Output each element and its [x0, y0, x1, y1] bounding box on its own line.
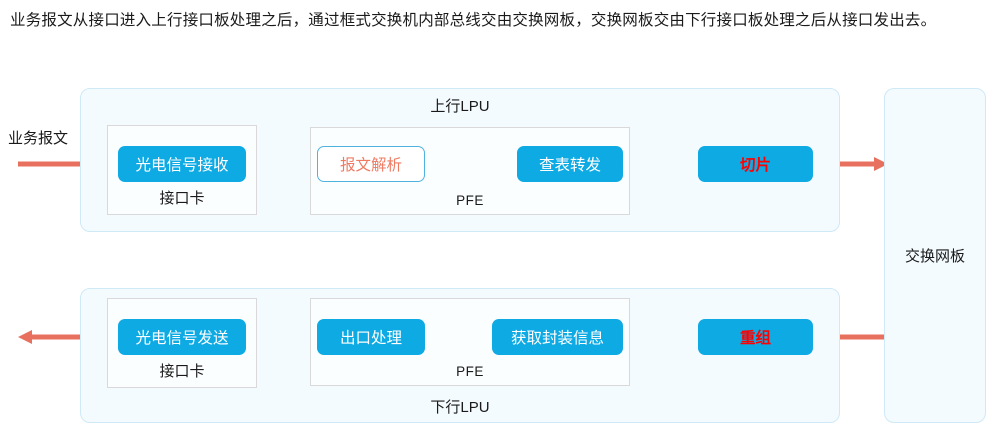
- node-table-lookup-forward[interactable]: 查表转发: [517, 146, 623, 182]
- upstream-lpu-title: 上行LPU: [430, 98, 490, 115]
- intro-paragraph: 业务报文从接口进入上行接口板处理之后，通过框式交换机内部总线交由交换网板，交换网…: [10, 12, 937, 29]
- switch-fabric-panel: 交换网板: [884, 88, 986, 423]
- node-egress-processing[interactable]: 出口处理: [317, 319, 425, 355]
- upstream-interface-card-label: 接口卡: [159, 190, 205, 207]
- downstream-pfe-label: PFE: [456, 364, 484, 379]
- input-traffic-label: 业务报文: [8, 130, 69, 147]
- node-get-encapsulation-info[interactable]: 获取封装信息: [492, 319, 623, 355]
- node-slice[interactable]: 切片: [698, 146, 813, 182]
- node-packet-parse[interactable]: 报文解析: [317, 146, 425, 182]
- upstream-pfe-label: PFE: [456, 193, 484, 208]
- downstream-lpu-title: 下行LPU: [430, 399, 490, 416]
- node-reassemble[interactable]: 重组: [698, 319, 813, 355]
- node-optical-signal-receive[interactable]: 光电信号接收: [118, 146, 246, 182]
- node-optical-signal-send[interactable]: 光电信号发送: [118, 319, 246, 355]
- downstream-interface-card-label: 接口卡: [159, 363, 205, 380]
- switch-fabric-label: 交换网板: [904, 248, 965, 265]
